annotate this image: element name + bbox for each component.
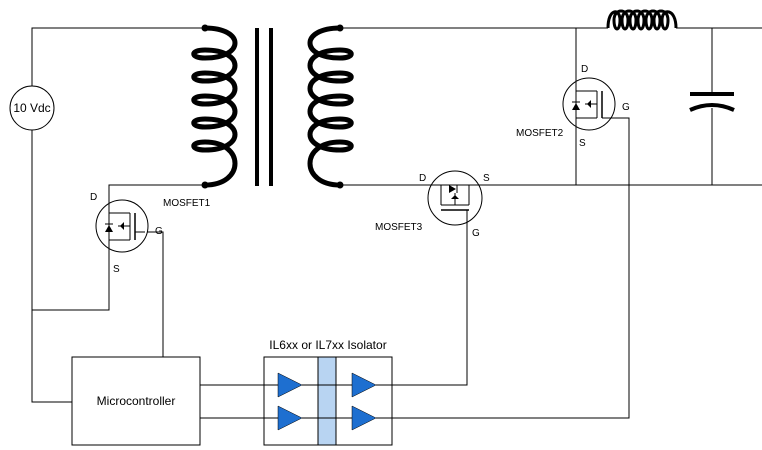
mosfet3-name: MOSFET3: [375, 222, 423, 233]
isolator-channel-2-output: [351, 405, 377, 431]
mosfet1-d-label: D: [90, 192, 97, 203]
mosfet2-s-label: S: [579, 138, 586, 149]
mosfet2-name: MOSFET2: [516, 128, 564, 139]
transformer: [191, 24, 354, 189]
isolator-channel-1-input: [277, 372, 303, 398]
microcontroller-label: Microcontroller: [97, 394, 176, 408]
isolator-channel-1-output: [351, 372, 377, 398]
inductor: [606, 9, 678, 31]
wires: [31, 27, 762, 419]
mosfet1: D S G MOSFET1: [90, 192, 211, 275]
mosfet3-g-label: G: [472, 228, 480, 239]
secondary-coil: [307, 25, 354, 188]
microcontroller: Microcontroller: [71, 356, 201, 446]
capacitor: [689, 92, 735, 112]
mosfet3: D S G MOSFET3: [375, 170, 490, 239]
isolator-label: IL6xx or IL7xx Isolator: [269, 338, 386, 352]
mosfet1-name: MOSFET1: [163, 198, 211, 209]
source-label: 10 Vdc: [13, 101, 50, 115]
primary-coil: [191, 25, 238, 188]
mosfet3-d-label: D: [419, 173, 426, 184]
mosfet2: D S G MOSFET2: [516, 64, 630, 149]
mosfet2-d-label: D: [581, 64, 588, 75]
mosfet2-g-label: G: [622, 102, 630, 113]
isolation-barrier: [317, 356, 337, 446]
isolator: IL6xx or IL7xx Isolator: [263, 338, 393, 446]
isolator-channel-2-input: [277, 405, 303, 431]
mosfet1-s-label: S: [113, 264, 120, 275]
mosfet3-s-label: S: [483, 173, 490, 184]
voltage-source: 10 Vdc: [9, 85, 55, 131]
mosfet1-g-label: G: [155, 226, 163, 237]
